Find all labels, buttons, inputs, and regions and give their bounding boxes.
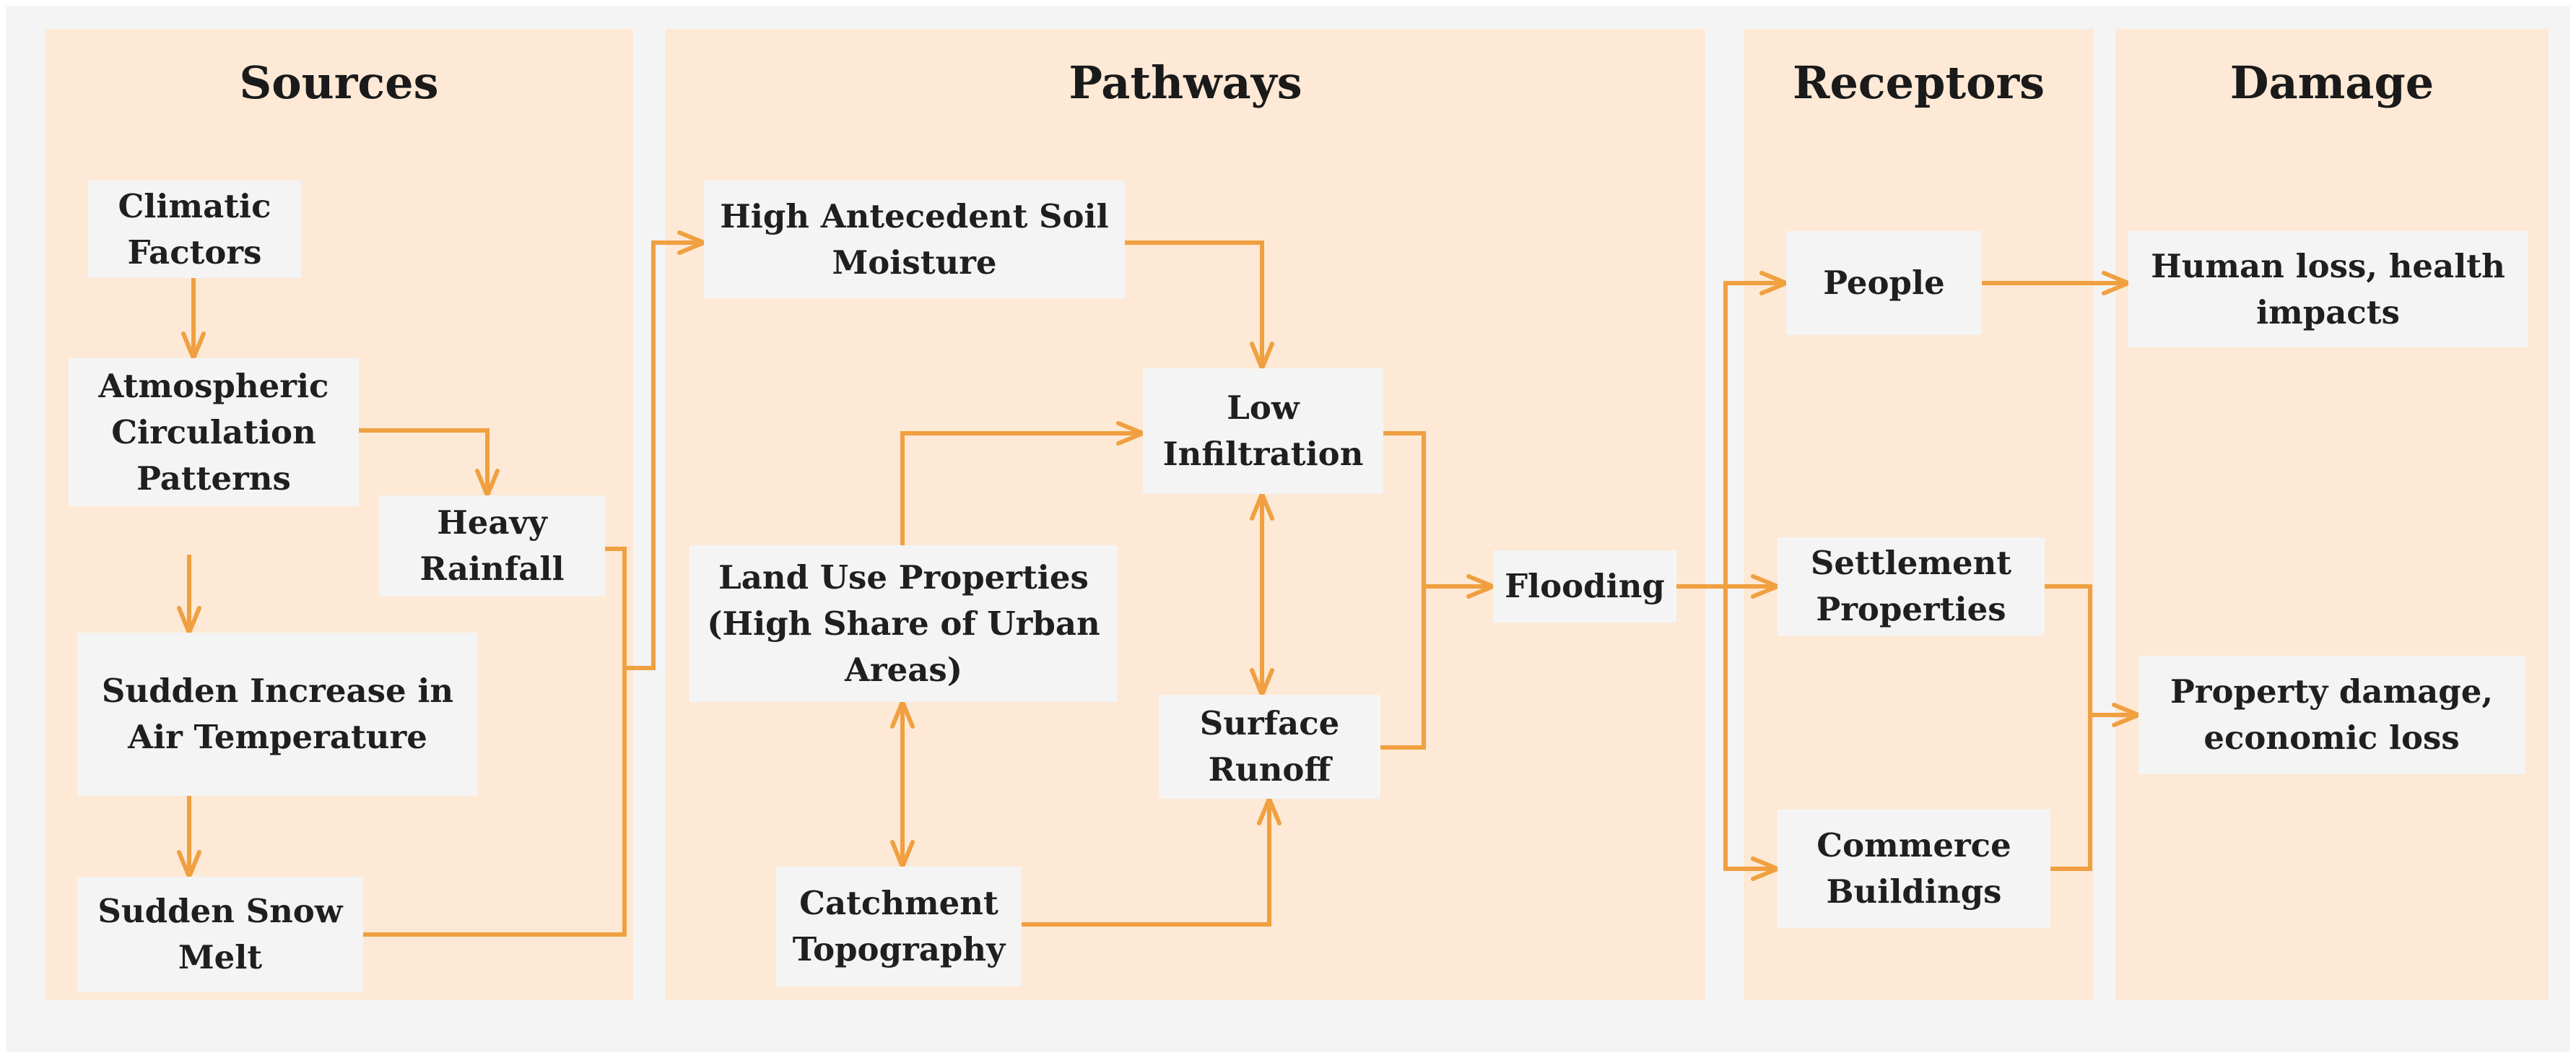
surface-runoff-node: Surface Runoff — [1159, 695, 1380, 799]
surface-runoff-label: Surface Runoff — [1199, 704, 1340, 789]
catchment-topography-node: Catchment Topography — [776, 867, 1022, 987]
climatic-factors-label: Climatic Factors — [118, 186, 271, 272]
arrow-snowmelt-to-soil-moisture — [363, 668, 627, 937]
settlement-properties-node: Settlement Properties — [1777, 537, 2045, 636]
people-node: People — [1786, 231, 1982, 335]
soil-moisture-node: High Antecedent Soil Moisture — [704, 181, 1125, 298]
settlement-properties-label: Settlement Properties — [1810, 544, 2012, 628]
sudden-temperature-node: Sudden Increase in Air Temperature — [77, 633, 478, 796]
arrow-settlement-to-property-damage — [2045, 584, 2138, 715]
arrow-flooding-to-commerce — [1723, 586, 1777, 869]
sudden-temperature-label: Sudden Increase in Air Temperature — [101, 672, 454, 756]
arrow-atmospheric-to-rainfall — [359, 428, 487, 495]
arrow-catchment-to-surface-runoff — [1022, 799, 1269, 927]
climatic-factors-node: Climatic Factors — [88, 181, 301, 278]
arrow-flooding-to-people — [1723, 283, 1786, 586]
damage-title: Damage — [2229, 56, 2434, 109]
damage-panel: Damage — [2115, 29, 2549, 1000]
heavy-rainfall-node: Heavy Rainfall — [379, 495, 605, 597]
atmospheric-circulation-node: Atmospheric Circulation Patterns — [69, 358, 359, 506]
human-loss-node: Human loss, health impacts — [2128, 231, 2528, 347]
catchment-topography-label: Catchment Topography — [792, 884, 1006, 968]
sudden-snow-melt-label: Sudden Snow Melt — [97, 892, 343, 976]
commerce-buildings-label: Commerce Buildings — [1816, 826, 2011, 911]
sources-title: Sources — [239, 56, 439, 109]
atmospheric-circulation-label: Atmospheric Circulation Patterns — [98, 366, 329, 498]
receptors-title: Receptors — [1792, 56, 2045, 109]
flooding-node: Flooding — [1493, 550, 1676, 623]
human-loss-label: Human loss, health impacts — [2151, 246, 2505, 331]
people-label: People — [1823, 264, 1945, 302]
arrow-rainfall-to-soil-moisture — [605, 243, 704, 670]
arrow-landuse-to-low-infiltration — [900, 433, 1143, 545]
arrow-surface-runoff-to-flooding — [1380, 586, 1426, 750]
arrow-commerce-to-property-damage — [2050, 715, 2092, 871]
land-use-node: Land Use Properties (High Share of Urban… — [689, 545, 1118, 702]
heavy-rainfall-label: Heavy Rainfall — [419, 503, 565, 588]
arrow-low-infiltration-to-flooding — [1383, 431, 1493, 586]
commerce-buildings-node: Commerce Buildings — [1777, 810, 2050, 928]
arrow-soil-moisture-to-low-infiltration — [1125, 240, 1262, 368]
low-infiltration-node: Low Infiltration — [1143, 368, 1383, 494]
sudden-snow-melt-node: Sudden Snow Melt — [77, 877, 363, 992]
pathways-title: Pathways — [1069, 56, 1302, 109]
soil-moisture-label: High Antecedent Soil Moisture — [720, 196, 1109, 282]
low-infiltration-label: Low Infiltration — [1162, 389, 1364, 473]
flooding-label: Flooding — [1505, 567, 1665, 605]
land-use-label: Land Use Properties (High Share of Urban… — [707, 558, 1100, 689]
property-damage-label: Property damage, economic loss — [2170, 672, 2494, 757]
property-damage-node: Property damage, economic loss — [2138, 656, 2525, 774]
